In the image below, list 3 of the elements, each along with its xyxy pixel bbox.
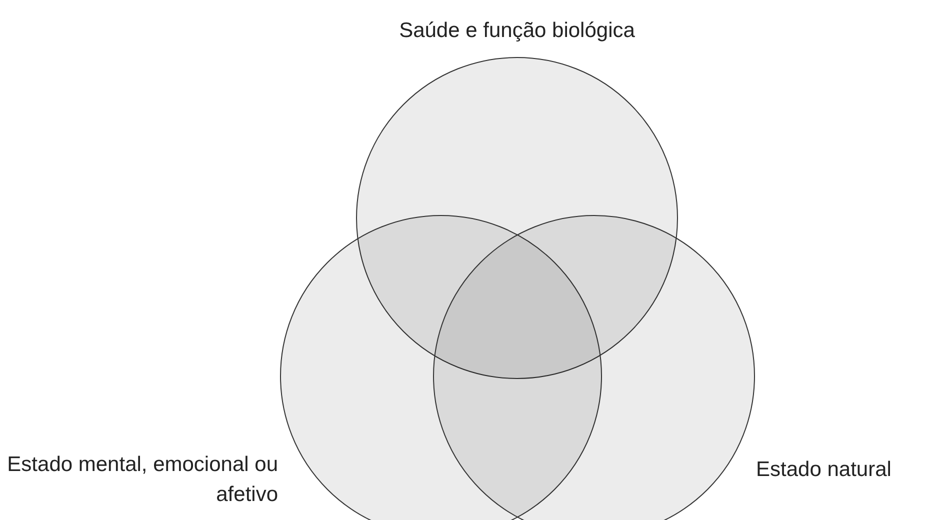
circle-label: Estado mental, emocional ou afetivo: [6, 452, 278, 508]
circle-label: Estado natural: [756, 457, 892, 483]
circle-label: Saúde e função biológica: [398, 18, 636, 44]
